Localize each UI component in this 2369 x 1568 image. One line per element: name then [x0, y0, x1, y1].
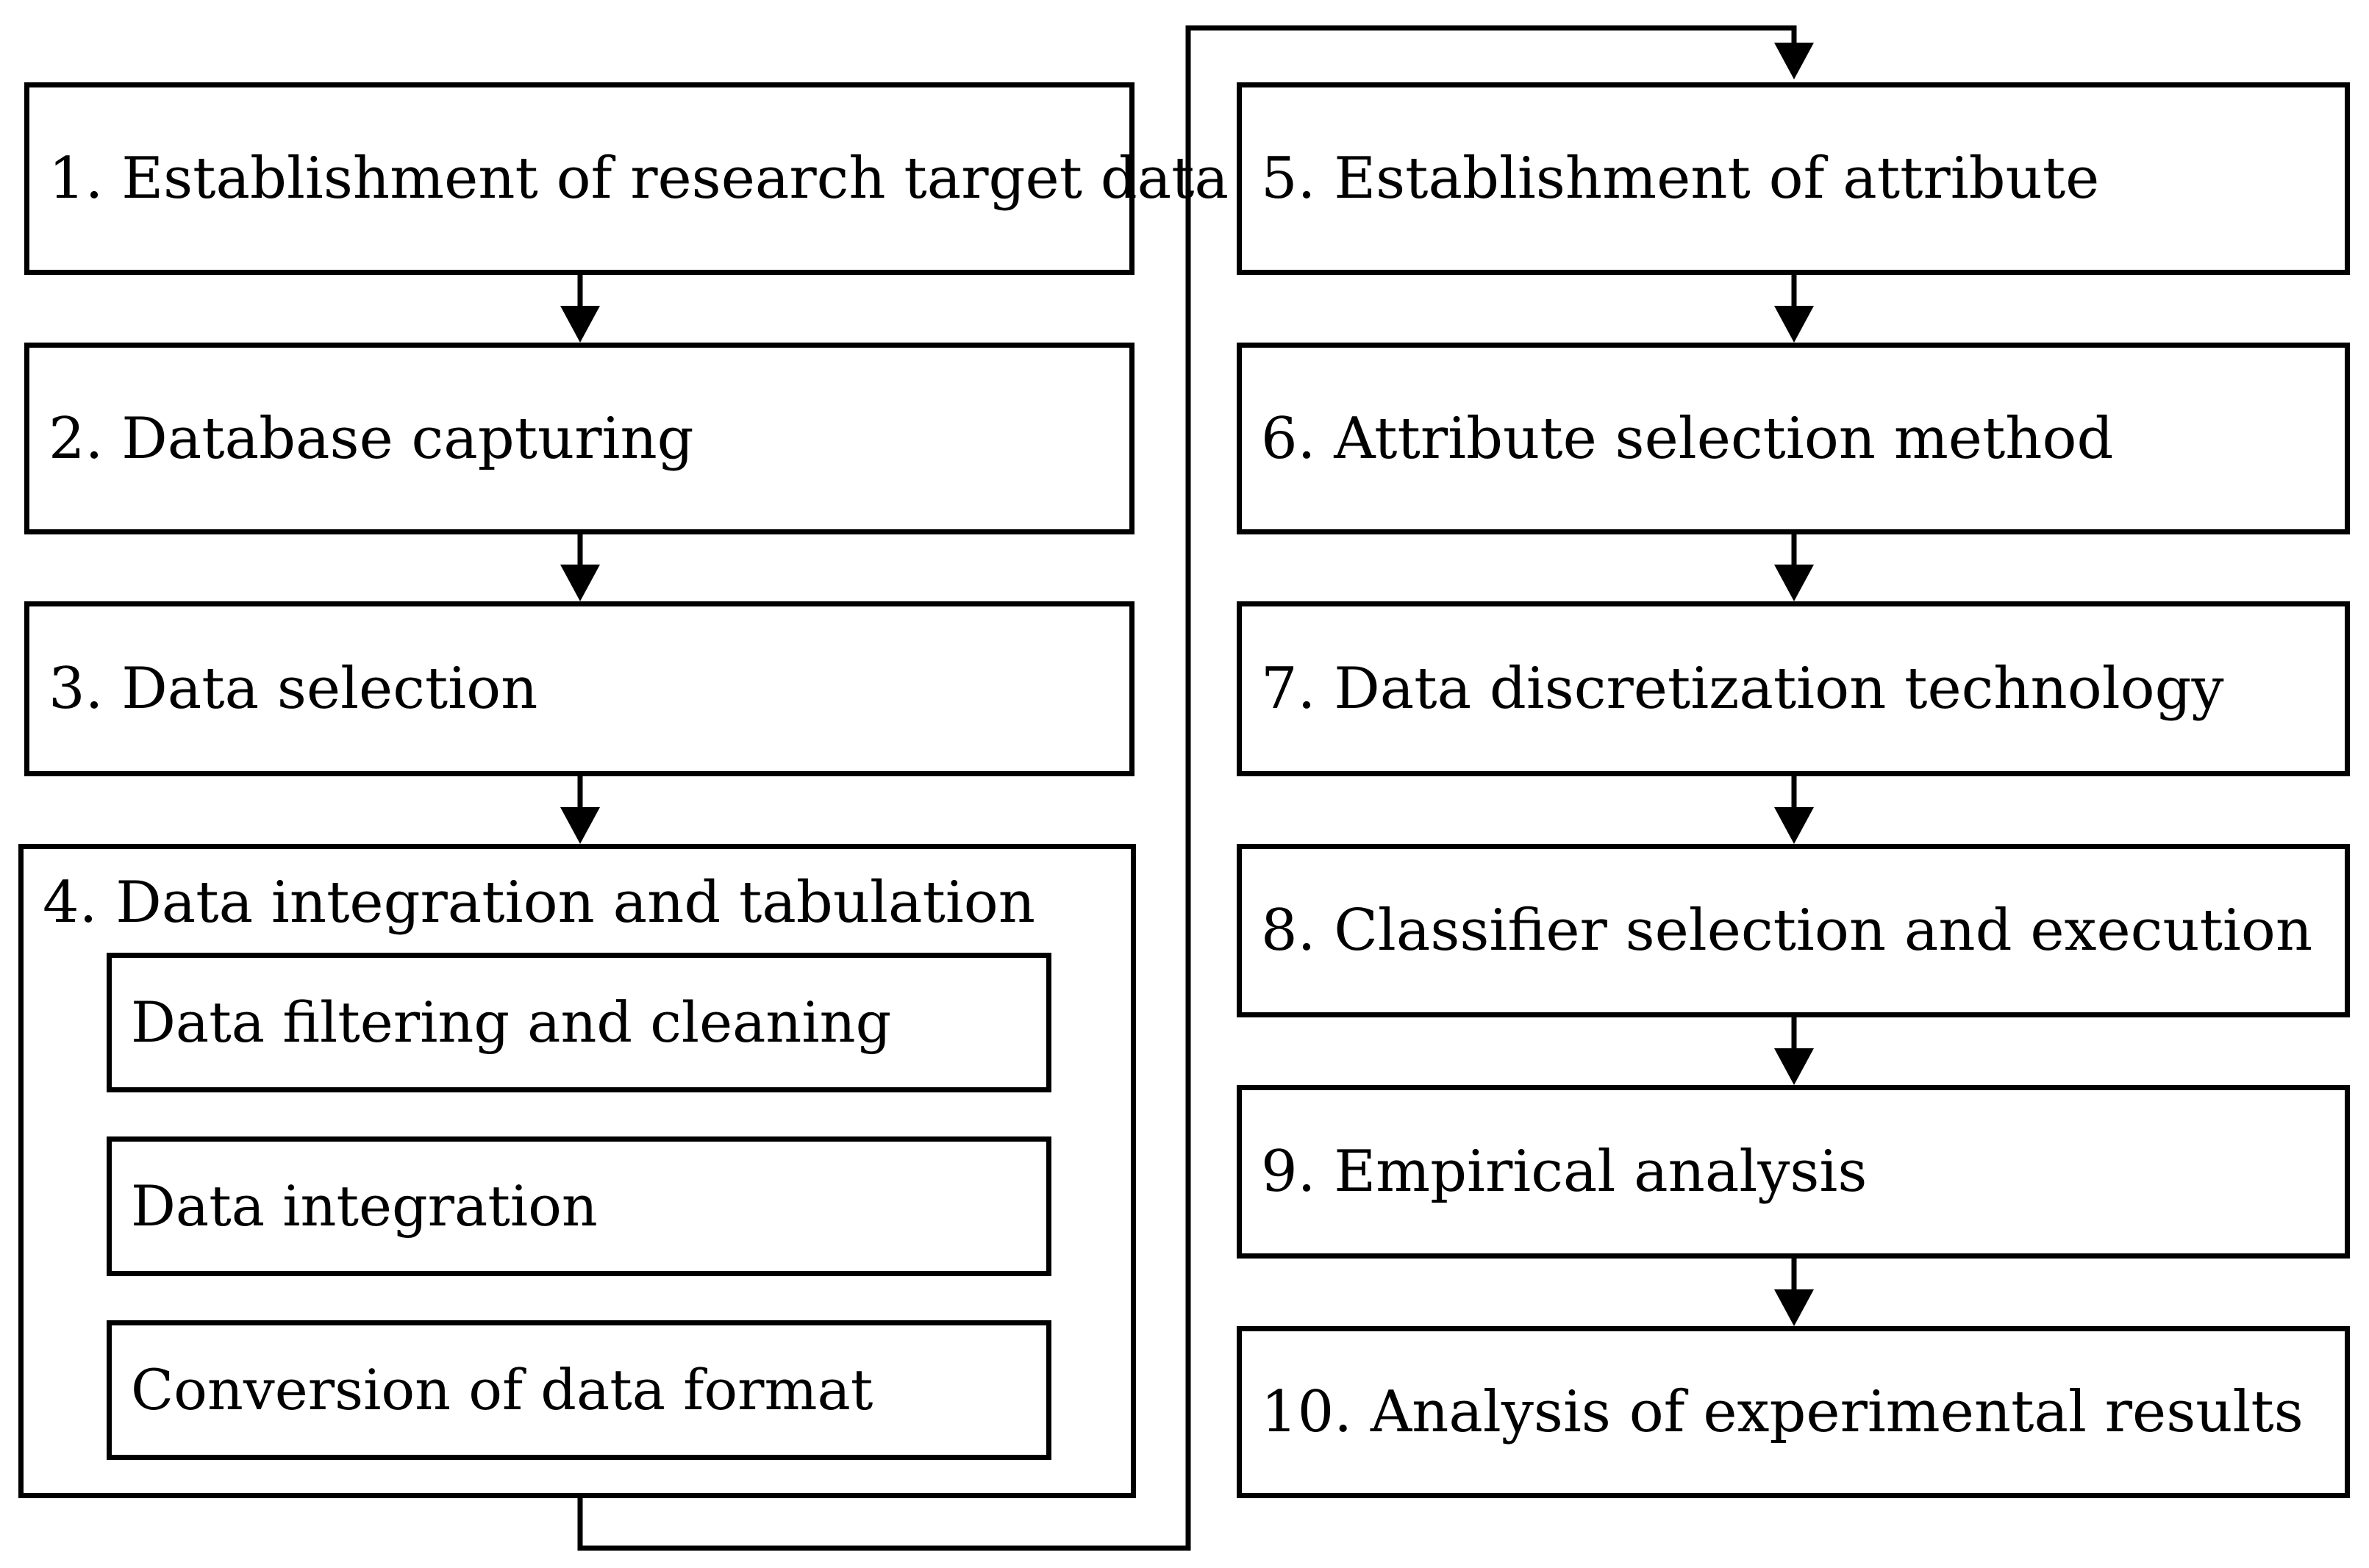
- step-3-label: 3. Data selection: [49, 656, 538, 722]
- step-10-box: 10. Analysis of experimental results: [1237, 1326, 2350, 1498]
- step-5-label: 5. Establishment of attribute: [1261, 146, 2100, 212]
- arrowhead-1-2: [560, 306, 600, 343]
- arrowhead-6-7: [1774, 565, 1814, 601]
- arrowhead-8-9: [1774, 1048, 1814, 1085]
- arrowhead-4-5: [1774, 43, 1814, 79]
- substep-4a-label: Data filtering and cleaning: [131, 989, 892, 1055]
- step-3-box: 3. Data selection: [24, 601, 1135, 776]
- step-5-box: 5. Establishment of attribute: [1237, 82, 2350, 275]
- arrowhead-9-10: [1774, 1289, 1814, 1326]
- step-8-label: 8. Classifier selection and execution: [1261, 898, 2313, 964]
- step-4-label: 4. Data integration and tabulation: [43, 870, 1035, 936]
- substep-4a-box: Data filtering and cleaning: [107, 953, 1051, 1092]
- step-7-box: 7. Data discretization technology: [1237, 601, 2350, 776]
- step-7-label: 7. Data discretization technology: [1261, 656, 2224, 722]
- step-8-box: 8. Classifier selection and execution: [1237, 844, 2350, 1017]
- arrowhead-3-4: [560, 807, 600, 844]
- arrowhead-2-3: [560, 565, 600, 601]
- step-6-box: 6. Attribute selection method: [1237, 343, 2350, 534]
- substep-4c-box: Conversion of data format: [107, 1320, 1051, 1460]
- step-6-label: 6. Attribute selection method: [1261, 405, 2114, 472]
- step-9-label: 9. Empirical analysis: [1261, 1139, 1868, 1205]
- step-2-box: 2. Database capturing: [24, 343, 1135, 534]
- substep-4c-label: Conversion of data format: [131, 1357, 873, 1422]
- step-9-box: 9. Empirical analysis: [1237, 1085, 2350, 1259]
- step-1-label: 1. Establishment of research target data: [49, 146, 1229, 212]
- step-2-label: 2. Database capturing: [49, 405, 694, 472]
- substep-4b-box: Data integration: [107, 1136, 1051, 1276]
- substep-4b-label: Data integration: [131, 1173, 598, 1239]
- connector-4-5: [577, 25, 1797, 1551]
- step-10-label: 10. Analysis of experimental results: [1261, 1379, 2304, 1445]
- arrowhead-7-8: [1774, 807, 1814, 844]
- step-1-box: 1. Establishment of research target data: [24, 82, 1229, 275]
- arrowhead-5-6: [1774, 306, 1814, 343]
